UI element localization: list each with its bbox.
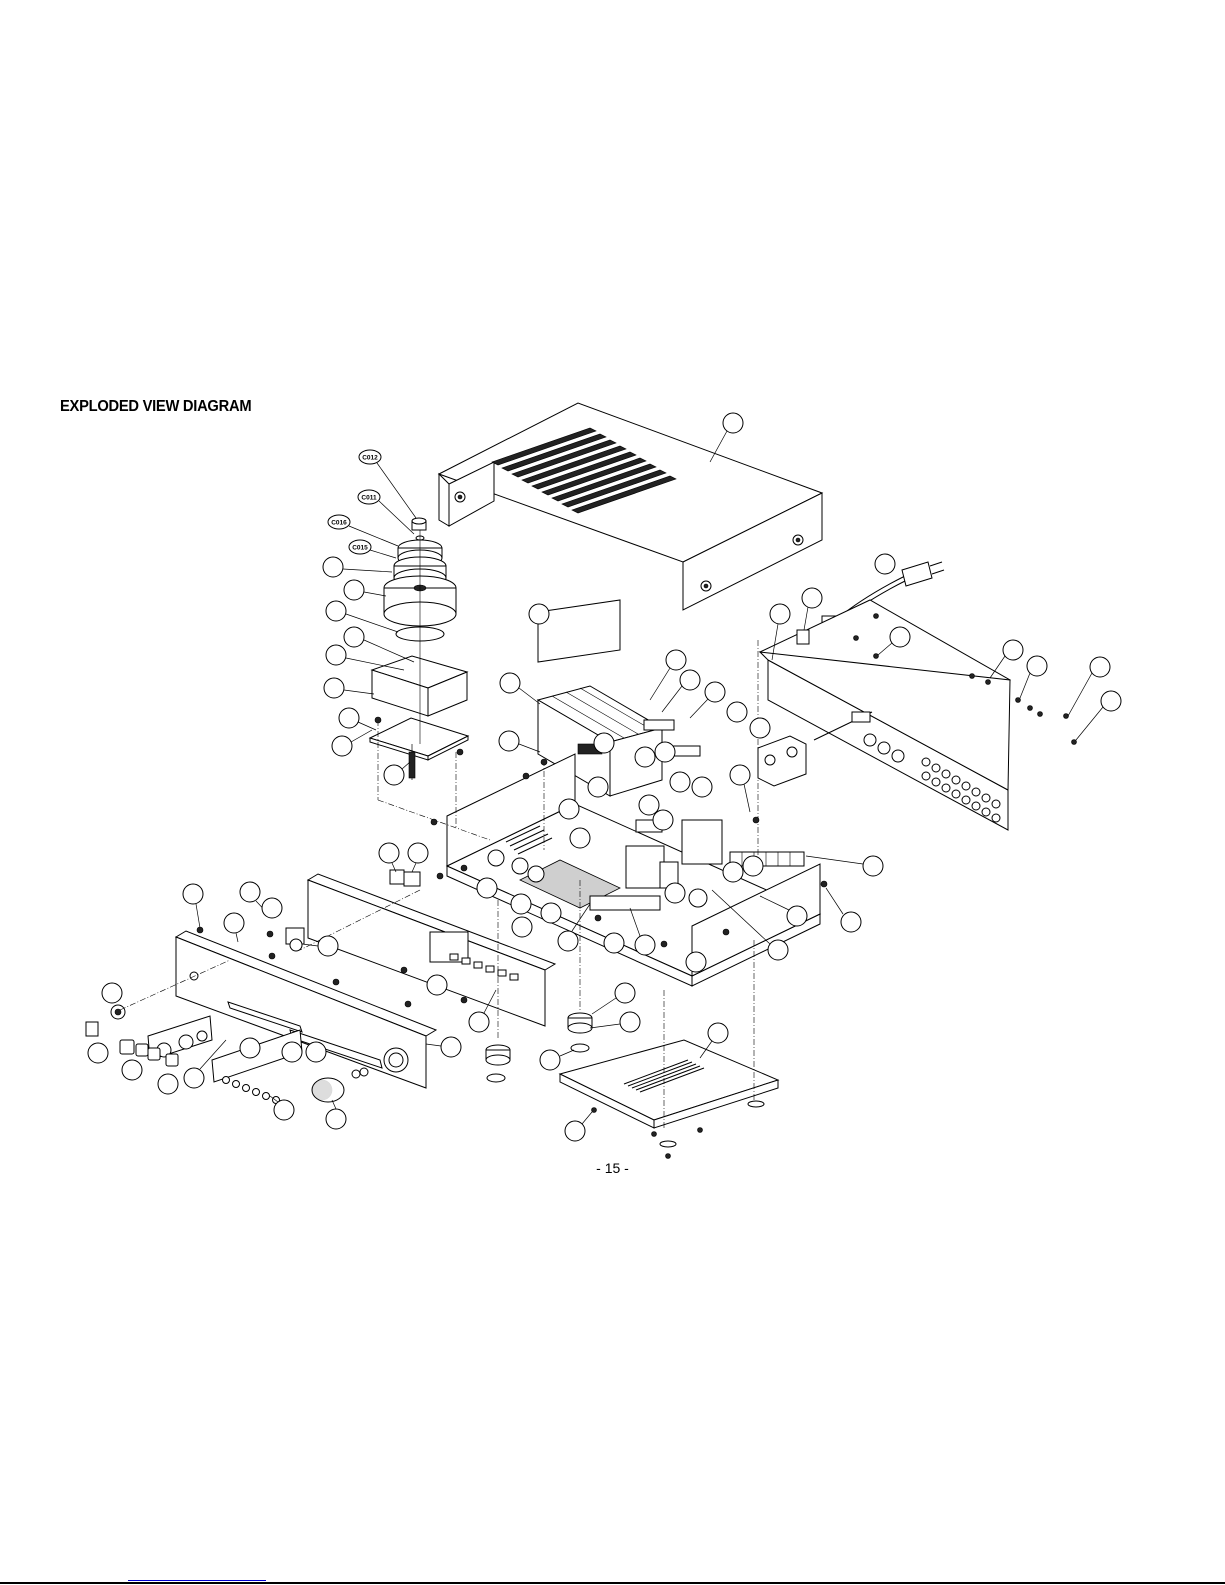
callout-c011: C011 (358, 490, 414, 534)
callout-bubble (750, 718, 770, 738)
callout-bubble (565, 1112, 592, 1141)
svg-text:C015: C015 (352, 545, 368, 552)
callout-bubble (323, 557, 392, 577)
callout-bubble (655, 742, 675, 762)
callout-c015: C015 (349, 540, 396, 558)
callout-bubble (88, 1043, 108, 1063)
callout-bubble (727, 702, 747, 722)
callout-bubble (743, 856, 763, 876)
push-buttons (223, 1077, 280, 1104)
callout-bubble (500, 673, 540, 704)
top-cover (439, 403, 822, 610)
callout-bubble (332, 730, 372, 756)
callout-bubble (540, 1050, 574, 1070)
callout-bubble (102, 983, 122, 1003)
callout-bubble (1076, 691, 1121, 740)
callout-bubble (639, 795, 659, 815)
callout-bubble (670, 772, 690, 792)
callout-bubble (282, 1042, 302, 1062)
callout-bubble (662, 670, 700, 712)
callout-bubble (665, 883, 685, 903)
callout-bubble (604, 933, 624, 953)
callout-bubble (635, 747, 655, 767)
callout-bubble (477, 878, 497, 898)
callout-bubble (559, 799, 579, 819)
callout-bubble (306, 1042, 326, 1062)
callout-bubble (730, 765, 750, 812)
terminal-strip (730, 852, 804, 866)
callout-bubble (692, 777, 712, 797)
callout-bubble (723, 862, 743, 882)
callout-bubble (511, 894, 531, 914)
callout-c012: C012 (359, 450, 416, 518)
callout-bubble (826, 888, 861, 932)
bottom-plate (560, 1040, 778, 1159)
callout-bubble (262, 898, 282, 918)
callout-bubble (326, 1100, 346, 1129)
footer-rule (0, 1582, 1225, 1584)
callout-bubble (570, 828, 590, 848)
footer-link-underline[interactable] (128, 1580, 266, 1581)
callout-bubble (324, 678, 374, 698)
callout-bubble (122, 1060, 142, 1080)
callout-bubble (541, 903, 561, 923)
page-number: - 15 - (0, 1160, 1225, 1176)
callout-bubble (344, 580, 386, 600)
callout-bubble (379, 843, 399, 872)
callout-bubble (158, 1074, 178, 1094)
callout-bubble (650, 650, 686, 700)
part-code-callouts: C012 C011 C016 C015 (328, 450, 416, 558)
callout-bubble (384, 762, 410, 785)
callout-bubble (427, 975, 447, 995)
callout-bubble (592, 983, 635, 1014)
callout-bubble (512, 917, 532, 937)
rear-panel (758, 600, 1077, 830)
callout-bubble (408, 843, 428, 872)
callout-bubble (183, 884, 203, 928)
callout-bubble (653, 810, 673, 830)
svg-text:C016: C016 (331, 520, 347, 527)
callout-bubble (240, 1038, 260, 1058)
svg-text:C011: C011 (361, 495, 377, 502)
callout-bubble (590, 1012, 640, 1032)
callout-bubble (224, 913, 244, 942)
callout-bubble (339, 708, 376, 730)
svg-text:C012: C012 (362, 455, 378, 462)
callout-bubble (499, 731, 540, 752)
callout-bubble (1020, 656, 1047, 698)
callout-bubble (426, 1037, 461, 1057)
callout-bubble (686, 952, 706, 972)
callout-bubble (588, 777, 608, 797)
callout-bubble (594, 733, 614, 753)
callout-bubble (875, 554, 895, 574)
callout-bubble (529, 604, 549, 624)
